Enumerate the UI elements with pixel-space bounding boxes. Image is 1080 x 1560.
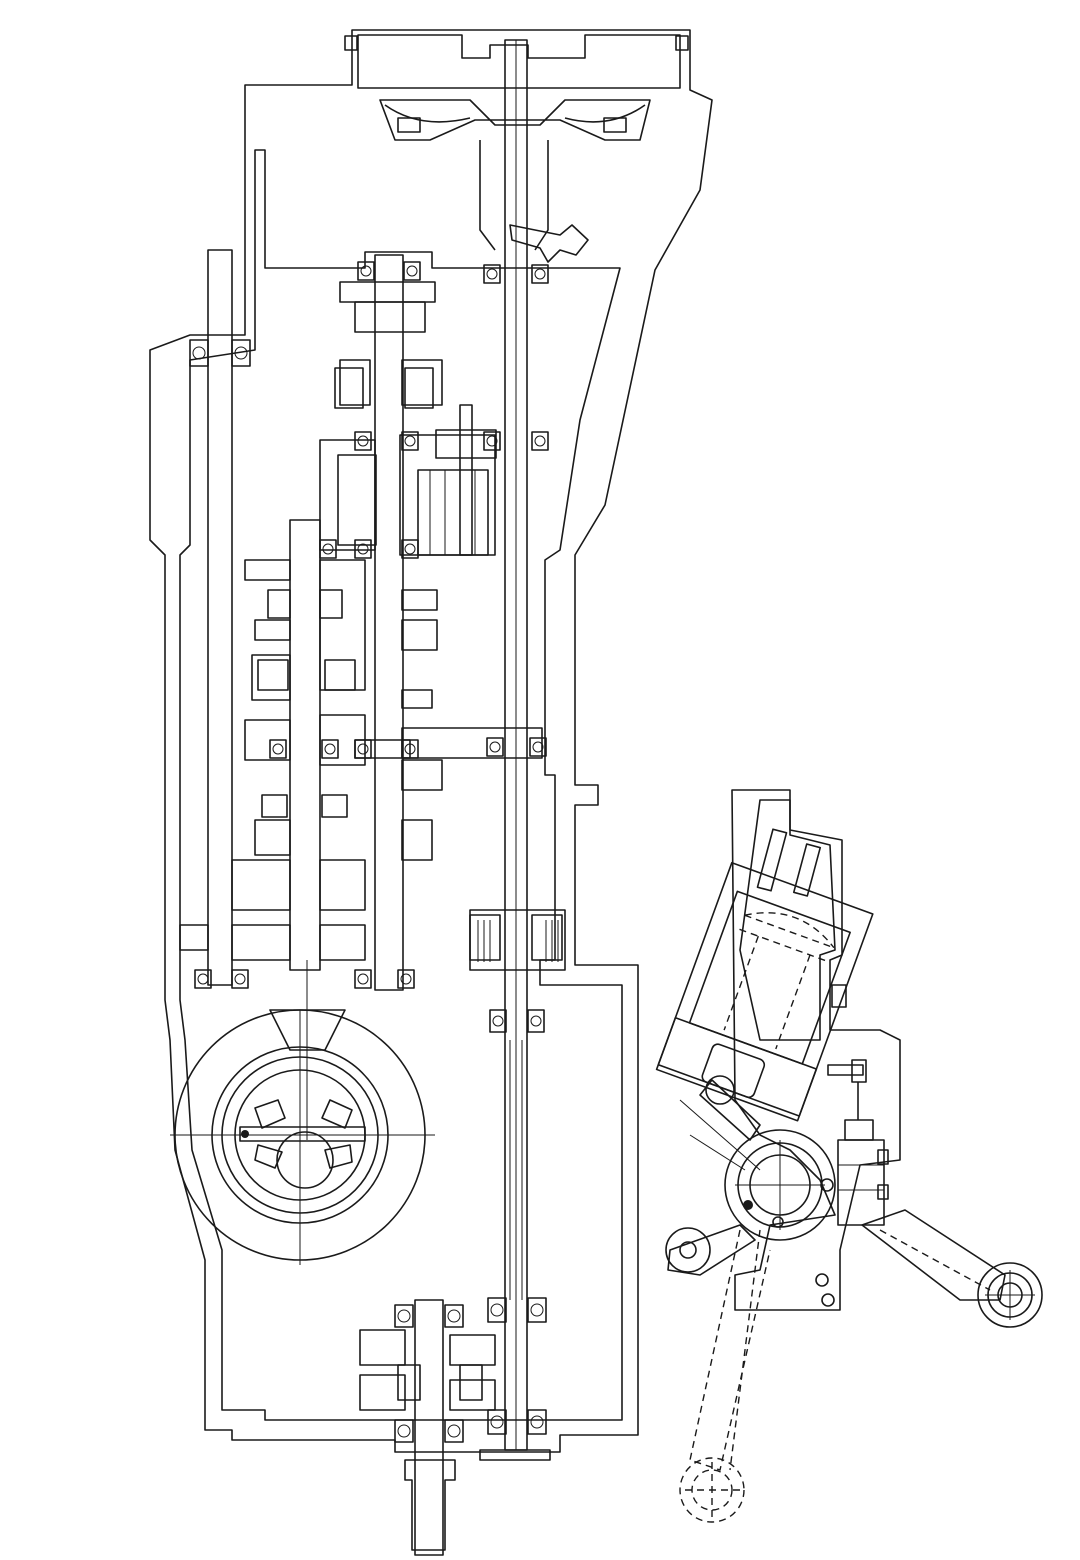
counter-shaft — [375, 255, 403, 990]
output-shaft — [415, 1300, 443, 1555]
steering-drop-arm — [862, 1210, 1042, 1327]
shift-lever-arm — [666, 1076, 760, 1275]
hydraulic-cylinder — [657, 863, 873, 1121]
gearbox-sectional-view — [150, 30, 712, 1555]
top-cover-bolt-right — [676, 36, 688, 50]
linkage-bracket-casting — [732, 790, 900, 1310]
gearbox-housing-casting — [150, 30, 712, 1452]
shift-linkage-detail-view — [657, 790, 1042, 1522]
wet-clutch-pack — [470, 910, 565, 970]
shift-fork-upper — [510, 225, 588, 262]
top-cover-bolt-left — [345, 36, 357, 50]
top-cover-casting — [358, 35, 680, 88]
pto-shaft-left — [208, 250, 232, 985]
selector-valve — [828, 1060, 888, 1225]
bearing-row-2 — [190, 340, 548, 450]
differential-crown-wheel — [170, 1010, 435, 1265]
input-clutch-assembly — [380, 100, 650, 250]
bearing-row-1 — [358, 262, 548, 283]
reverse-shaft — [460, 405, 472, 555]
bearing-row-4 — [195, 970, 544, 1032]
gear-set — [180, 282, 542, 960]
intermediate-shaft — [290, 520, 320, 970]
